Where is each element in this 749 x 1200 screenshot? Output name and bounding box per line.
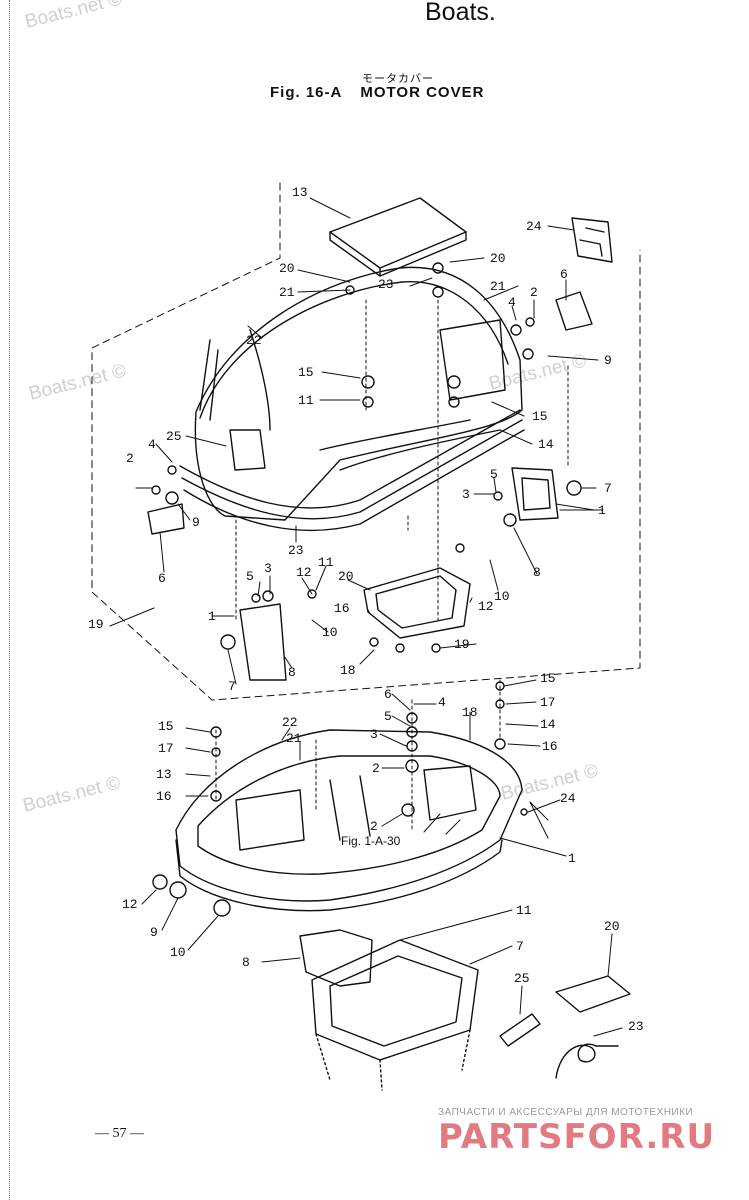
- callout-9: 9: [150, 925, 158, 940]
- callout-15: 15: [532, 409, 548, 424]
- callout-1: 1: [598, 503, 606, 518]
- callout-18: 18: [462, 705, 478, 720]
- callout-20: 20: [338, 569, 354, 584]
- left-handle: [147, 503, 185, 535]
- figure-name: MOTOR COVER: [360, 84, 485, 101]
- callout-5: 5: [384, 709, 392, 724]
- callout-4: 4: [508, 295, 516, 310]
- callout-22: 22: [246, 333, 262, 348]
- callout-20: 20: [279, 261, 295, 276]
- page-number: — 57 —: [95, 1126, 144, 1141]
- callout-5: 5: [246, 569, 254, 584]
- callout-14: 14: [538, 437, 554, 452]
- lower-bracket: [299, 929, 373, 987]
- footer-tagline: ЗАПЧАСТИ И АКСЕССУАРЫ ДЛЯ МОТОТЕХНИКИ: [438, 1107, 694, 1118]
- callout-16: 16: [542, 739, 558, 754]
- callout-20: 20: [604, 919, 620, 934]
- callout-17: 17: [540, 695, 556, 710]
- callout-2: 2: [370, 819, 378, 834]
- top-cowl: [179, 266, 525, 532]
- callout-3: 3: [370, 727, 378, 742]
- plate: [555, 975, 631, 1013]
- upper-assembly-boundary: [91, 182, 641, 701]
- callout-23: 23: [288, 543, 304, 558]
- callout-25: 25: [166, 429, 182, 444]
- bottom-frame: [363, 567, 471, 639]
- callout-1: 1: [568, 851, 576, 866]
- callout-7: 7: [228, 679, 236, 694]
- callout-19: 19: [88, 617, 104, 632]
- callout-6: 6: [384, 687, 392, 702]
- callout-16: 16: [334, 601, 350, 616]
- callout-20: 20: [490, 251, 506, 266]
- brand-logo-text: PARTSFOR.RU: [438, 1117, 716, 1157]
- callout-6: 6: [158, 571, 166, 586]
- binding-margin-line: [9, 0, 10, 1200]
- watermark-top: Boats.: [425, 0, 496, 26]
- roller: [499, 1013, 541, 1047]
- spring: [555, 1043, 619, 1079]
- callout-19: 19: [454, 637, 470, 652]
- callout-14: 14: [540, 717, 556, 732]
- callout-2: 2: [530, 285, 538, 300]
- callout-13: 13: [292, 185, 308, 200]
- callout-16: 16: [156, 789, 172, 804]
- callout-23: 23: [378, 277, 394, 292]
- callout-11: 11: [516, 903, 532, 918]
- figure-title: Fig. 16-A MOTOR COVER: [270, 84, 484, 101]
- callout-8: 8: [288, 665, 296, 680]
- japanese-title: モータカバー: [362, 73, 434, 85]
- left-hinge: [239, 603, 287, 681]
- right-latch: [511, 467, 559, 521]
- decal: [571, 217, 613, 263]
- callout-21: 21: [286, 731, 302, 746]
- callout-10: 10: [322, 625, 338, 640]
- hardware-parts: [151, 262, 582, 917]
- callout-22: 22: [282, 715, 298, 730]
- callout-5: 5: [490, 467, 498, 482]
- callout-7: 7: [516, 939, 524, 954]
- callout-10: 10: [170, 945, 186, 960]
- callout-9: 9: [604, 353, 612, 368]
- callout-12: 12: [122, 897, 138, 912]
- callout-8: 8: [242, 955, 250, 970]
- callout-3: 3: [264, 561, 272, 576]
- figure-number: Fig. 16-A: [270, 84, 343, 101]
- bottom-cowl: [175, 729, 523, 912]
- callout-10: 10: [494, 589, 510, 604]
- callout-6: 6: [560, 267, 568, 282]
- callout-7: 7: [604, 481, 612, 496]
- callout-15: 15: [540, 671, 556, 686]
- callout-3: 3: [462, 487, 470, 502]
- hood-lid: [329, 197, 467, 269]
- callout-11: 11: [298, 393, 314, 408]
- callout-15: 15: [158, 719, 174, 734]
- callout-9: 9: [192, 515, 200, 530]
- cross-reference-label: Fig. 1-A-30: [341, 834, 401, 848]
- callout-21: 21: [490, 279, 506, 294]
- callout-1: 1: [208, 609, 216, 624]
- handle-bracket: [555, 291, 593, 331]
- callout-11: 11: [318, 555, 334, 570]
- callout-12: 12: [296, 565, 312, 580]
- callout-12: 12: [478, 599, 494, 614]
- callout-4: 4: [438, 695, 446, 710]
- callout-24: 24: [560, 791, 576, 806]
- callout-17: 17: [158, 741, 174, 756]
- callout-15: 15: [298, 365, 314, 380]
- callout-23: 23: [628, 1019, 644, 1034]
- callout-2: 2: [126, 451, 134, 466]
- callout-2: 2: [372, 761, 380, 776]
- callout-21: 21: [279, 285, 295, 300]
- callout-13: 13: [156, 767, 172, 782]
- callout-4: 4: [148, 437, 156, 452]
- callout-8: 8: [533, 565, 541, 580]
- callout-25: 25: [514, 971, 530, 986]
- callout-18: 18: [340, 663, 356, 678]
- callout-24: 24: [526, 219, 542, 234]
